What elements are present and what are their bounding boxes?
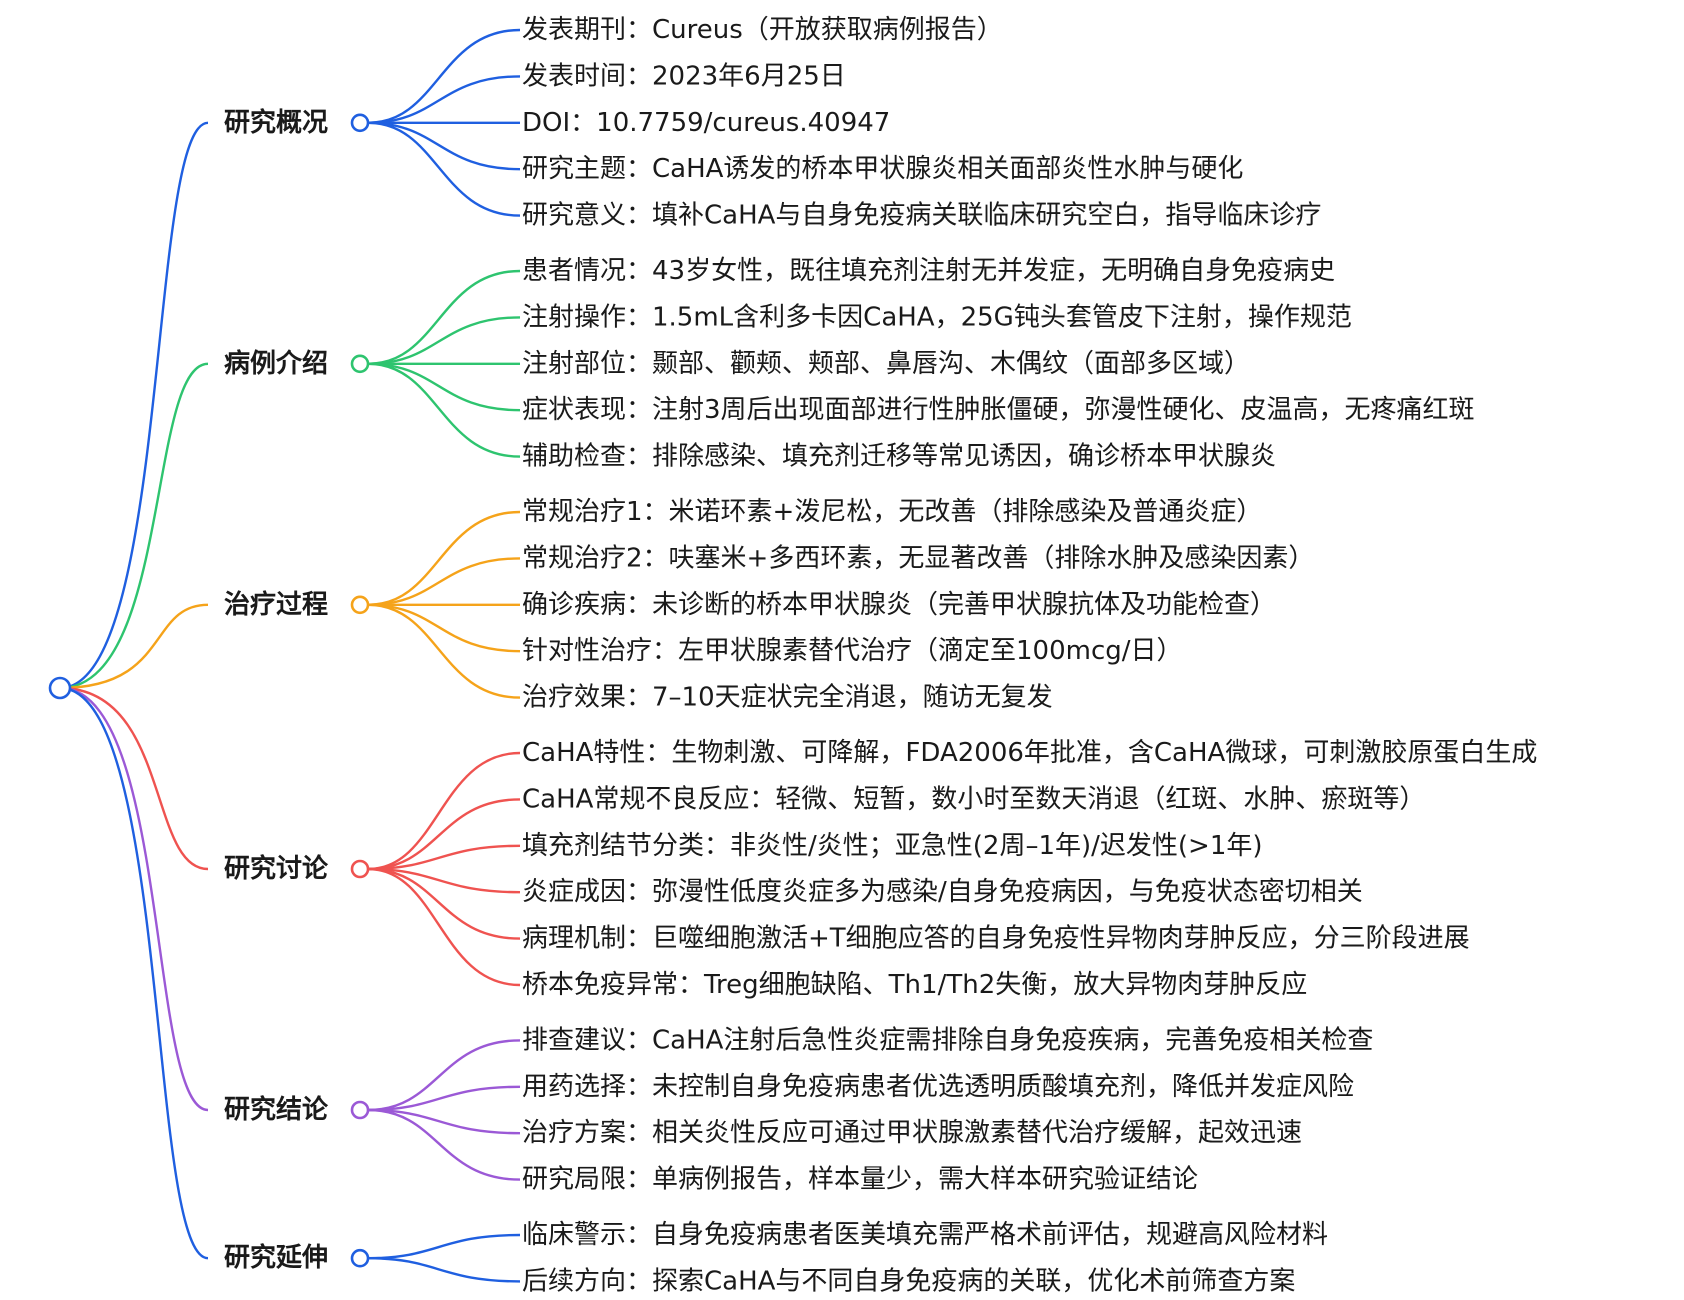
- branch-leaf-connector: [367, 867, 521, 987]
- branch-node[interactable]: [350, 113, 370, 133]
- leaf-label: 患者情况：43岁女性，既往填充剂注射无并发症，无明确自身免疫病史: [522, 256, 1335, 286]
- branch-node[interactable]: [350, 354, 370, 374]
- node-layer: 研究概况 发表期刊：Cureus（开放获取病例报告） 发表时间：2023年6月25日…: [48, 15, 1537, 1296]
- leaf-label: 用药选择：未控制自身免疫病患者优选透明质酸填充剂，降低并发症风险: [522, 1072, 1354, 1102]
- leaf-label: 确诊疾病：未诊断的桥本甲状腺炎（完善甲状腺抗体及功能检查）: [522, 590, 1276, 620]
- branch-leaf-connector: [367, 362, 521, 458]
- root-branch-connector: [59, 362, 209, 690]
- root-branch-connector: [59, 686, 209, 1260]
- branch-leaf-connector: [367, 75, 521, 124]
- branch-label: 研究概况: [224, 107, 328, 138]
- branch-leaf-connector: [367, 1233, 521, 1260]
- leaf-label: CaHA特性：生物刺激、可降解，FDA2006年批准，含CaHA微球，可刺激胶原…: [522, 738, 1537, 768]
- leaf-label: 针对性治疗：左甲状腺素替代治疗（滴定至100mcg/日）: [522, 636, 1183, 666]
- root-branch-connector: [59, 121, 209, 690]
- branch-leaf-connector: [367, 798, 521, 871]
- branch-leaf-connector: [367, 1039, 521, 1112]
- branch-label: 研究结论: [224, 1094, 329, 1125]
- branch-leaf-connector: [367, 269, 521, 365]
- branch-leaf-connector: [367, 316, 521, 365]
- branch-label: 研究延伸: [224, 1242, 328, 1273]
- leaf-label: 常规治疗1：米诺环素+泼尼松，无改善（排除感染及普通炎症）: [522, 497, 1262, 527]
- leaf-label: 注射操作：1.5mL含利多卡因CaHA，25G钝头套管皮下注射，操作规范: [522, 302, 1352, 332]
- branch-leaf-connector: [367, 28, 521, 124]
- leaf-label: 发表期刊：Cureus（开放获取病例报告）: [522, 15, 1003, 45]
- branch-leaf-connector: [367, 1108, 521, 1135]
- branch-leaf-connector: [367, 603, 521, 699]
- leaf-label: 桥本免疫异常：Treg细胞缺陷、Th1/Th2失衡，放大异物肉芽肿反应: [522, 970, 1307, 1000]
- leaf-label: 治疗效果：7–10天症状完全消退，随访无复发: [522, 683, 1053, 713]
- connector-layer: [59, 28, 521, 1283]
- leaf-label: 临床警示：自身免疫病患者医美填充需严格术前评估，规避高风险材料: [522, 1220, 1328, 1250]
- leaf-label: 排查建议：CaHA注射后急性炎症需排除自身免疫疾病，完善免疫相关检查: [522, 1025, 1373, 1055]
- leaf-label: 发表时间：2023年6月25日: [522, 61, 846, 91]
- leaf-label: 注射部位：颞部、颧颊、颊部、鼻唇沟、木偶纹（面部多区域）: [522, 349, 1250, 379]
- leaf-label: 研究局限：单病例报告，样本量少，需大样本研究验证结论: [522, 1165, 1198, 1195]
- branch-label: 病例介绍: [224, 349, 328, 379]
- branch-leaf-connector: [367, 121, 521, 171]
- branch-leaf-connector: [367, 844, 521, 871]
- branch-leaf-connector: [367, 751, 521, 871]
- branch-node[interactable]: [350, 1100, 370, 1120]
- branch-leaf-connector: [367, 867, 521, 894]
- leaf-label: 辅助检查：排除感染、填充剂迁移等常见诱因，确诊桥本甲状腺炎: [522, 442, 1276, 472]
- branch-node[interactable]: [350, 1248, 370, 1268]
- leaf-label: 研究主题：CaHA诱发的桥本甲状腺炎相关面部炎性水肿与硬化: [522, 154, 1243, 184]
- leaf-label: 后续方向：探索CaHA与不同自身免疫病的关联，优化术前筛查方案: [522, 1266, 1295, 1296]
- branch-node[interactable]: [350, 859, 370, 879]
- leaf-label: DOI：10.7759/cureus.40947: [522, 108, 890, 138]
- branch-leaf-connector: [367, 1257, 521, 1283]
- root-branch-connector: [59, 686, 209, 871]
- branch-leaf-connector: [367, 362, 521, 412]
- leaf-label: 炎症成因：弥漫性低度炎症多为感染/自身免疫病因，与免疫状态密切相关: [522, 877, 1363, 907]
- branch-leaf-connector: [367, 1085, 521, 1112]
- root-node[interactable]: [48, 676, 72, 700]
- leaf-label: 症状表现：注射3周后出现面部进行性肿胀僵硬，弥漫性硬化、皮温高，无疼痛红斑: [522, 395, 1475, 425]
- branch-leaf-connector: [367, 557, 521, 606]
- branch-label: 治疗过程: [224, 589, 328, 620]
- branch-leaf-connector: [367, 867, 521, 940]
- leaf-label: 研究意义：填补CaHA与自身免疫病关联临床研究空白，指导临床诊疗: [522, 201, 1321, 231]
- leaf-label: 病理机制：巨噬细胞激活+T细胞应答的自身免疫性异物肉芽肿反应，分三阶段进展: [522, 924, 1470, 954]
- leaf-label: 治疗方案：相关炎性反应可通过甲状腺激素替代治疗缓解，起效迅速: [522, 1118, 1302, 1148]
- branch-leaf-connector: [367, 603, 521, 653]
- branch-leaf-connector: [367, 1108, 521, 1181]
- root-branch-connector: [59, 686, 209, 1112]
- root-branch-connector: [59, 603, 209, 690]
- branch-node[interactable]: [350, 595, 370, 615]
- branch-label: 研究讨论: [224, 853, 329, 884]
- branch-leaf-connector: [367, 510, 521, 606]
- leaf-label: 填充剂结节分类：非炎性/炎性；亚急性(2周–1年)/迟发性(>1年): [522, 831, 1263, 861]
- branch-leaf-connector: [367, 121, 521, 217]
- leaf-label: CaHA常规不良反应：轻微、短暂，数小时至数天消退（红斑、水肿、瘀斑等）: [522, 784, 1425, 814]
- leaf-label: 常规治疗2：呋塞米+多西环素，无显著改善（排除水肿及感染因素）: [522, 543, 1314, 573]
